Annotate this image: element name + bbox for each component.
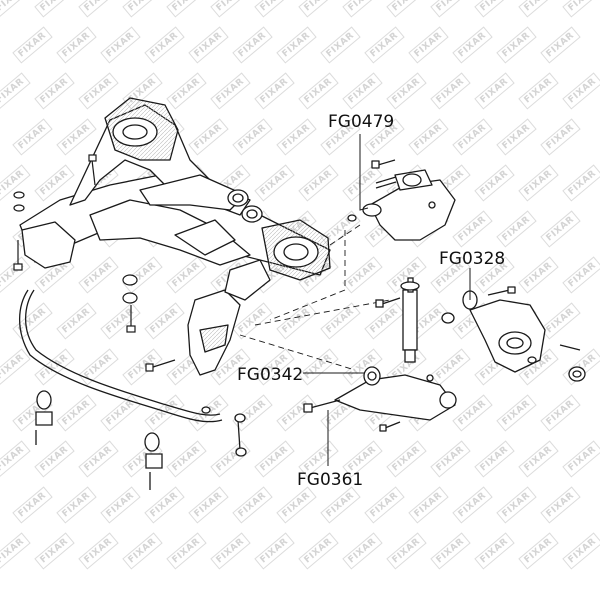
shock-absorber bbox=[375, 277, 420, 363]
lower-control-arm bbox=[303, 366, 457, 432]
upper-control-arm bbox=[347, 159, 456, 241]
assembly-lines bbox=[239, 224, 391, 371]
callout-fg0361[interactable]: FG0361 bbox=[297, 470, 364, 490]
stabilizer-bar bbox=[19, 289, 247, 490]
frame-bolts bbox=[13, 154, 176, 372]
callout-fg0328[interactable]: FG0328 bbox=[439, 249, 506, 269]
leader-lines bbox=[303, 134, 471, 466]
trailing-control-arm bbox=[441, 286, 586, 382]
subframe bbox=[19, 97, 331, 376]
callout-fg0479[interactable]: FG0479 bbox=[328, 112, 395, 132]
callout-fg0342[interactable]: FG0342 bbox=[237, 365, 304, 385]
